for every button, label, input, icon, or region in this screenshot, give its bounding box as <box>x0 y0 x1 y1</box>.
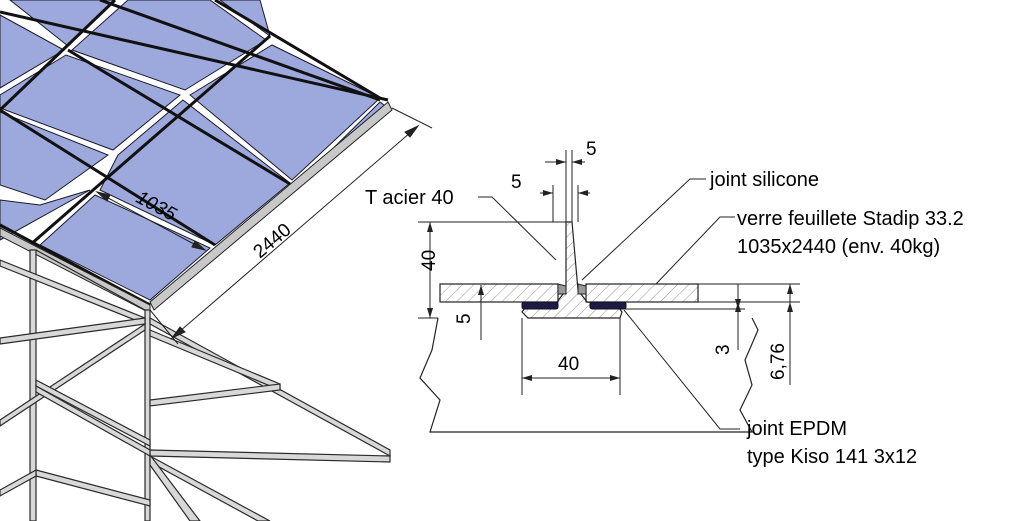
dimension-arrows <box>427 159 793 381</box>
label-epdm-type: type Kiso 141 3x12 <box>747 446 917 468</box>
dim-3: 3 <box>713 344 734 355</box>
glass-panels <box>0 0 389 303</box>
dim-label-2440: 2440 <box>250 220 296 263</box>
dim-height-40: 40 <box>419 250 440 271</box>
glass-panes <box>439 283 699 303</box>
support-outline <box>419 317 759 433</box>
dim-glass-5: 5 <box>454 313 475 324</box>
label-joint-silicone: joint silicone <box>709 169 819 191</box>
label-glass-size: 1035x2440 (env. 40kg) <box>737 236 940 258</box>
dim-web-thickness: 5 <box>586 139 597 160</box>
leader-lines <box>478 178 740 430</box>
dim-6-76: 6,76 <box>768 343 789 380</box>
label-joint-epdm: joint EPDM <box>746 418 847 440</box>
dim-width-40: 40 <box>558 354 579 375</box>
silicone-joints <box>557 283 587 295</box>
epdm-gaskets <box>521 301 627 310</box>
dim-flange-offset: 5 <box>511 172 522 193</box>
section-detail: 5 5 40 5 40 3 6,76 T acier 40 joint sili… <box>365 139 964 468</box>
label-glass-type: verre feuillete Stadip 33.2 <box>737 208 964 230</box>
label-t-steel: T acier 40 <box>365 187 454 209</box>
isometric-glass-roof: 1035 2440 <box>0 0 433 521</box>
steel-frame <box>0 249 391 521</box>
